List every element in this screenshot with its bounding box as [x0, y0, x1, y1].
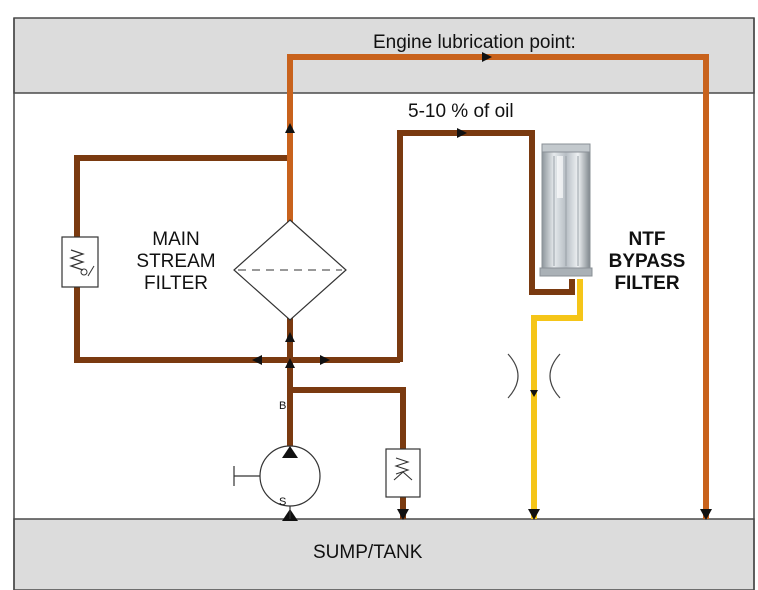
svg-text:MAIN: MAIN: [152, 229, 200, 250]
arrow-restrictor: [530, 390, 538, 397]
arrow-tank-b: [528, 509, 540, 520]
arrow-up-c: [285, 332, 295, 342]
flow-restrictor-icon: [507, 353, 561, 399]
sump-tank-label: SUMP/TANK: [313, 542, 423, 563]
arrow-tank-c: [700, 509, 712, 520]
svg-text:FILTER: FILTER: [144, 273, 208, 294]
sump-band: [13, 518, 755, 590]
arrow-main-up: [285, 123, 295, 133]
arrow-left-a: [252, 355, 262, 365]
main-filter-diamond-icon: [233, 219, 347, 321]
bypass-return-line: [531, 279, 583, 519]
main-stream-filter-label: MAIN STREAM FILTER: [136, 229, 215, 294]
arrow-bypass-top: [457, 128, 467, 138]
ntf-canister-icon: [539, 143, 593, 277]
arrow-up-d: [285, 358, 295, 368]
port-s-label: S: [279, 496, 286, 508]
tank-return-valve-icon: [385, 448, 421, 498]
arrow-lube-top: [482, 52, 492, 62]
port-b-label: B: [279, 400, 286, 412]
svg-text:NTF: NTF: [629, 229, 666, 250]
svg-text:STREAM: STREAM: [136, 251, 215, 272]
svg-text:BYPASS: BYPASS: [609, 251, 686, 272]
ntf-bypass-filter-label: NTF BYPASS FILTER: [609, 229, 686, 294]
relief-valve-icon: [61, 236, 99, 288]
arrow-right-b: [320, 355, 330, 365]
oil-fraction-label: 5-10 % of oil: [408, 101, 514, 122]
arrow-tank-a: [397, 509, 409, 520]
lubrication-line: [287, 54, 709, 519]
pump-icon: [233, 445, 321, 519]
engine-lubrication-label: Engine lubrication point:: [373, 32, 576, 53]
svg-text:FILTER: FILTER: [614, 273, 679, 294]
